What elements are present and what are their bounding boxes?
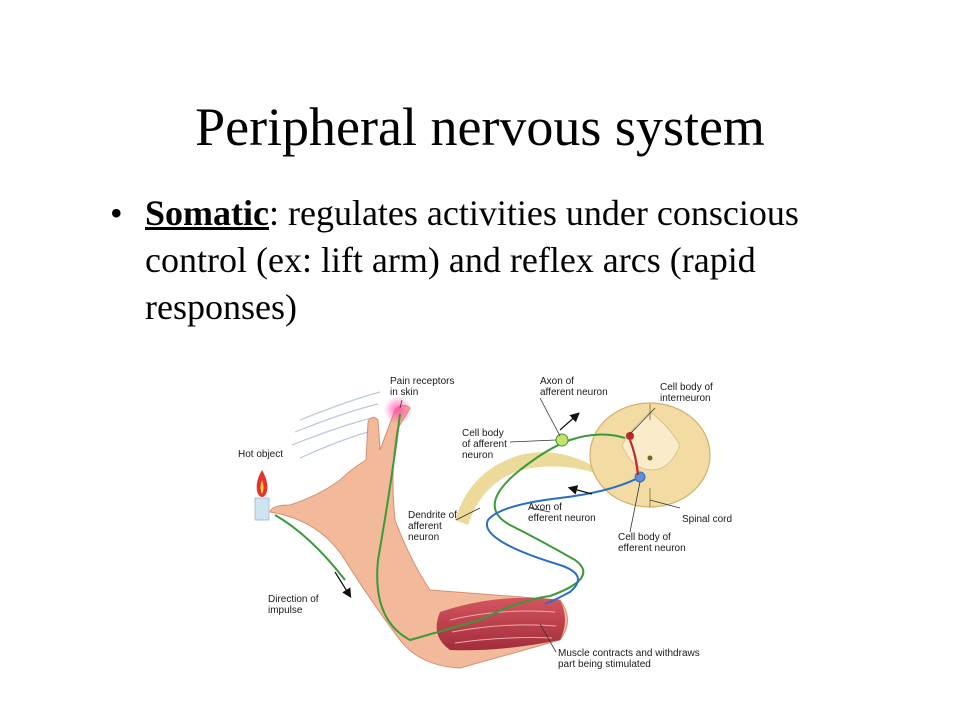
label-cell-body-afferent: Cell body of afferent neuron [462, 428, 510, 461]
interneuron-cell-body [626, 432, 634, 440]
label-axon-efferent: Axon of efferent neuron [528, 502, 596, 524]
arm-illustration [269, 396, 568, 669]
label-direction-of-impulse: Direction of impulse [268, 594, 321, 616]
bullet-text: Somatic: regulates activities under cons… [145, 190, 865, 331]
afferent-neuron-path [376, 413, 626, 642]
reflex-arc-diagram: Pain receptors in skin Hot object Axon o… [238, 376, 732, 670]
label-spinal-cord: Spinal cord [682, 514, 732, 525]
slide-title: Peripheral nervous system [195, 97, 765, 157]
label-hot-object: Hot object [238, 449, 283, 460]
impulse-arrow-afferent [559, 412, 580, 431]
impulse-arrow-arm [334, 571, 352, 599]
label-pain-receptors: Pain receptors in skin [390, 376, 457, 398]
nerve-sheath [455, 452, 608, 525]
label-leader-lines [399, 397, 681, 653]
bullet-term: Somatic [145, 193, 269, 233]
label-cell-body-interneuron: Cell body of interneuron [660, 382, 716, 404]
efferent-neuron-path [485, 477, 639, 605]
spinal-cord-section [589, 402, 711, 508]
bullet-dot: • [110, 193, 123, 233]
bullet-description: : regulates activities under conscious c… [145, 193, 799, 327]
efferent-cell-body [634, 471, 646, 483]
motion-lines [291, 391, 381, 459]
impulse-arrow-efferent [567, 485, 593, 495]
interneuron-path [628, 439, 640, 476]
label-dendrite-afferent: Dendrite of afferent neuron [408, 510, 460, 543]
label-muscle-contracts: Muscle contracts and withdraws part bein… [558, 648, 703, 670]
afferent-cell-body [555, 433, 569, 447]
hot-object-candle [254, 470, 270, 521]
label-axon-afferent: Axon of afferent neuron [540, 376, 608, 398]
label-cell-body-efferent: Cell body of efferent neuron [618, 532, 686, 554]
